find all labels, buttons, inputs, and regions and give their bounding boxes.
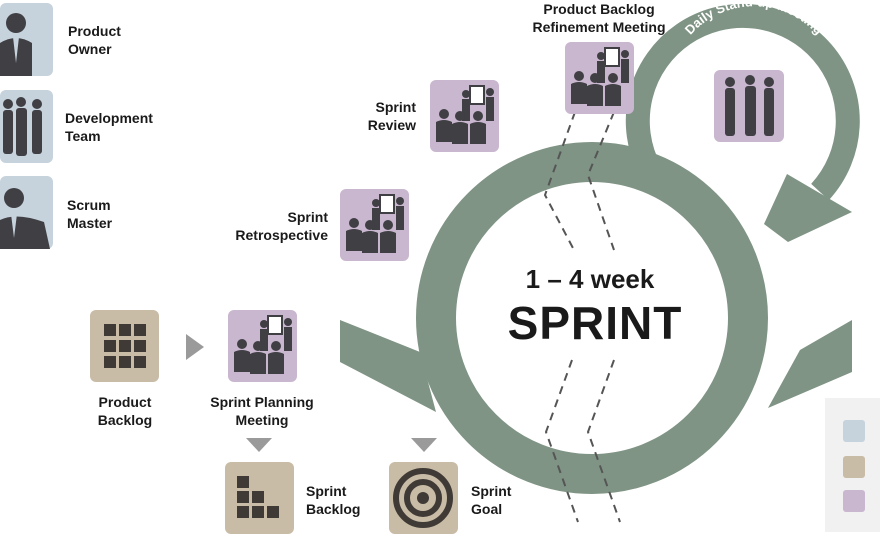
arrow-to-goal [411, 438, 437, 452]
meeting-icon [436, 85, 494, 144]
standup-loop [625, 3, 860, 201]
target-icon [393, 468, 453, 528]
scrum-master-tile [0, 176, 53, 249]
sprint-retrospective-tile [340, 189, 409, 261]
arrow-planning-to-backlog [246, 438, 272, 452]
meeting-icon [571, 47, 629, 106]
sprint-goal-tile [389, 462, 458, 534]
person-icon [0, 13, 32, 76]
team-icon [3, 97, 42, 156]
development-team-tile [0, 90, 53, 163]
product-owner-tile [0, 3, 53, 76]
cycle-arrow-right [768, 320, 852, 408]
split-line-right-bottom [586, 359, 621, 523]
grid-icon [104, 324, 146, 368]
sprint-duration: 1 – 4 week [525, 264, 655, 294]
legend-swatch-event [843, 490, 865, 512]
sprint-planning-tile [228, 310, 297, 382]
person-icon [0, 188, 50, 249]
sprint-backlog-tile [225, 462, 294, 534]
split-line-left-bottom [544, 359, 579, 523]
meeting-icon [234, 315, 292, 374]
standup-meeting-tile [714, 70, 784, 142]
product-backlog-tile [90, 310, 159, 382]
split-line-left [543, 111, 576, 251]
sprint-title: SPRINT [507, 297, 683, 349]
legend-swatch-artifact [843, 456, 865, 478]
meeting-icon [346, 194, 404, 253]
cycle-arrow-left [340, 320, 436, 412]
sprint-review-tile [430, 80, 499, 152]
team-icon [725, 75, 774, 136]
arrow-backlog-to-planning [186, 334, 204, 360]
legend [825, 398, 880, 532]
sprint-ring [416, 142, 768, 494]
legend-swatch-role [843, 420, 865, 442]
stairs-icon [237, 476, 279, 518]
standup-arrowhead [764, 174, 852, 242]
refinement-meeting-tile [565, 42, 634, 114]
